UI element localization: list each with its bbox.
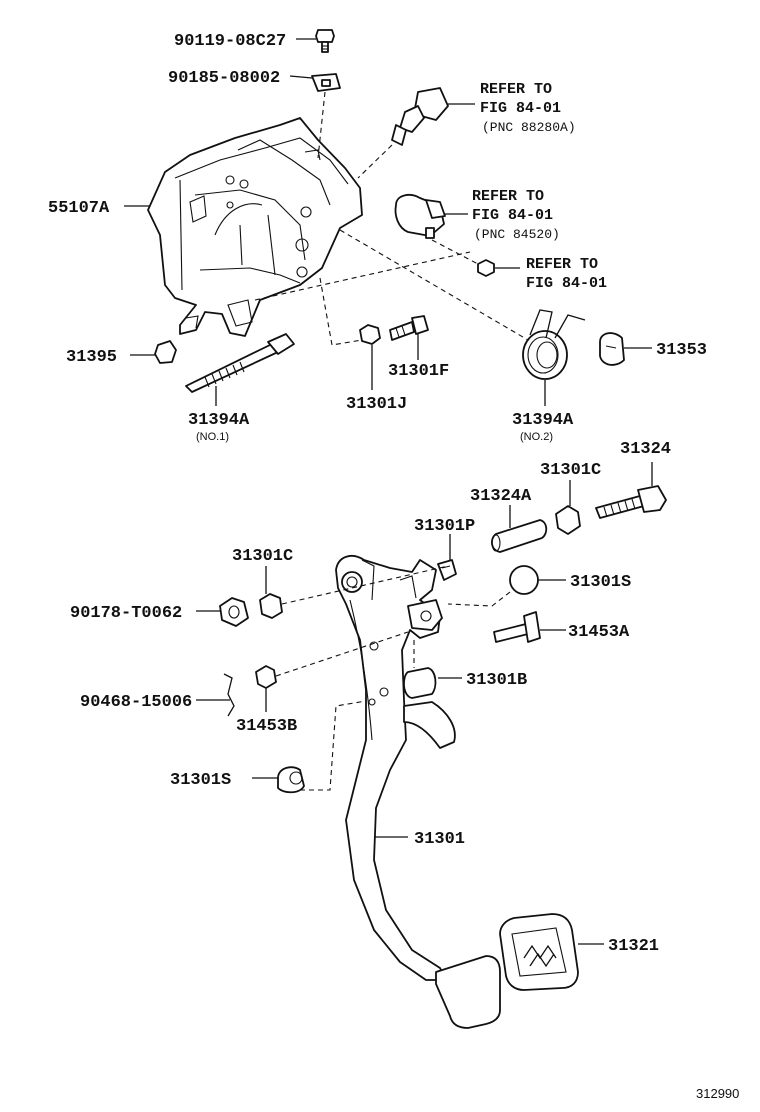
label-31321: 31321 [608,937,659,956]
collar-31301c-left-part [259,566,283,619]
bolt-31301f-part [389,315,429,360]
label-31301p: 31301P [414,517,475,536]
bolt-90119-part [315,29,335,53]
refer-note-2-line1: REFER TO [472,188,544,205]
nut-31301j-part [359,324,381,390]
clip-90468-part [196,673,235,717]
pedal-pad-cover-31321-part [499,913,604,991]
brake-pedal-arm-part [335,555,456,981]
clip-31301p-part [437,534,457,581]
refer-note-2-line2: FIG 84-01 [472,207,553,224]
label-31301s-right: 31301S [570,573,631,592]
label-55107a: 55107A [48,199,110,218]
label-90468-15006: 90468-15006 [80,693,192,712]
collar-31301c-right-part [555,480,581,535]
pedal-pad-part [435,955,501,1029]
label-90119-08c27: 90119-08C27 [174,32,286,51]
label-31301: 31301 [414,830,465,849]
stopper-31301b-part [403,667,462,699]
clip-nut-90185-part [311,73,341,92]
label-31301c-left: 31301C [232,547,293,566]
torsion-spring-31394a-no2-part [522,309,586,406]
label-31301j: 31301J [346,395,407,414]
label-31453a: 31453A [568,623,630,642]
pedal-bracket-part [147,117,363,337]
ball-31301s-right-part [509,565,566,595]
label-31453b: 31453B [236,717,297,736]
label-31394a-no2-sub: (NO.2) [520,431,553,443]
nut-refer-part [477,259,520,277]
refer-note-3-line1: REFER TO [526,256,598,273]
refer-note-2-line3: (PNC 84520) [474,227,560,242]
label-31394a-no1: 31394A [188,411,250,430]
diagram-code: 312990 [696,1086,739,1101]
label-31301b: 31301B [466,671,527,690]
label-31395: 31395 [66,348,117,367]
refer-note-1-line2: FIG 84-01 [480,100,561,117]
refer-note-1-line1: REFER TO [480,81,552,98]
bushing-31395-part [130,340,177,364]
label-90185-08002: 90185-08002 [168,69,280,88]
label-31301c-right: 31301C [540,461,601,480]
stop-lamp-switch-part [357,87,475,179]
label-31301f: 31301F [388,362,449,381]
label-90178-t0062: 90178-T0062 [70,604,182,623]
refer-note-3-line2: FIG 84-01 [526,275,607,292]
bushing-90178-part [196,597,249,627]
collar-31453b-part [255,665,277,712]
label-31324: 31324 [620,440,671,459]
ball-31301s-left-part [252,766,305,794]
bushing-31324a-part [491,505,548,553]
label-31394a-no1-sub: (NO.1) [196,431,229,443]
label-31301s-left: 31301S [170,771,231,790]
label-31394a-no2: 31394A [512,411,574,430]
cushion-31353-part [599,332,652,366]
label-31353: 31353 [656,341,707,360]
pedal-sensor-part [394,194,479,265]
bolt-31324-part [595,462,667,519]
pin-31453a-part [493,611,566,643]
spring-rod-31394a-no1-part [185,333,295,406]
refer-note-1-line3: (PNC 88280A) [482,120,576,135]
label-31324a: 31324A [470,487,532,506]
